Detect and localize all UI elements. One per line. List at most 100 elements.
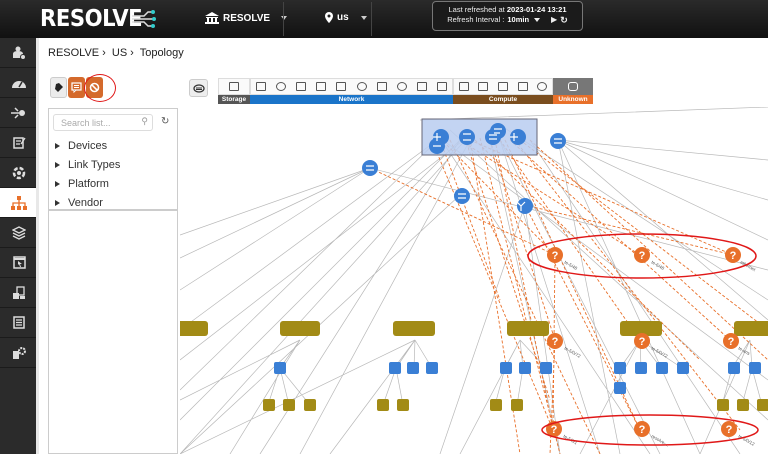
unknown-device-glyphs: ??? ??? ??? xyxy=(551,250,737,436)
l3-switch-icon[interactable] xyxy=(296,82,307,91)
location-pin-icon xyxy=(325,12,333,23)
cloud-icon[interactable] xyxy=(356,82,367,91)
chevron-down-icon xyxy=(360,15,367,20)
annotation-circle xyxy=(84,74,116,102)
legend-group-unknown[interactable]: Unknown xyxy=(553,78,593,105)
topology-icon xyxy=(11,195,27,210)
server-nodes[interactable] xyxy=(263,399,768,411)
admin-settings-icon xyxy=(13,346,26,359)
sidebar-item-list[interactable] xyxy=(0,308,38,338)
annotation-ellipse xyxy=(527,233,757,279)
unknown-device-nodes[interactable] xyxy=(546,247,741,437)
sidebar-item-layers[interactable] xyxy=(0,218,38,248)
svg-text:?: ? xyxy=(726,424,733,436)
device-filter-button[interactable] xyxy=(189,79,208,97)
blade-icon[interactable] xyxy=(517,82,528,91)
breadcrumb-item: Topology xyxy=(139,47,184,59)
svg-text:te-5/0/72: te-5/0/72 xyxy=(651,346,669,359)
play-icon[interactable]: ▶ xyxy=(551,15,558,24)
refresh-interval-label: Refresh Interval : xyxy=(447,15,505,24)
vm-icon[interactable] xyxy=(478,82,489,91)
wall-icon[interactable] xyxy=(376,82,387,91)
comment-icon xyxy=(71,82,82,93)
bank-icon xyxy=(205,12,219,24)
chassis-node xyxy=(280,321,320,336)
svg-text:?: ? xyxy=(730,250,737,262)
breadcrumb-item[interactable]: US xyxy=(111,47,128,59)
sidebar-item-user-settings[interactable] xyxy=(0,38,38,68)
sidebar-gutter xyxy=(36,38,39,454)
layers-icon xyxy=(12,225,26,240)
org-selector[interactable]: RESOLVE xyxy=(204,12,288,24)
svg-text:?: ? xyxy=(552,336,559,348)
breadcrumb-item[interactable]: RESOLVE xyxy=(48,47,100,59)
last-refreshed-label: Last refreshed at xyxy=(448,5,505,14)
wireless-icon[interactable] xyxy=(396,82,407,91)
svg-text:?: ? xyxy=(728,336,735,348)
comment-button[interactable] xyxy=(68,77,85,98)
switch-nodes[interactable] xyxy=(274,362,761,394)
chassis-node xyxy=(180,321,208,336)
chassis-icon[interactable] xyxy=(497,82,508,91)
tag-icon xyxy=(54,83,63,92)
gateway-icon[interactable] xyxy=(436,82,447,91)
storage-icon[interactable] xyxy=(229,82,239,91)
hypervisor-icon[interactable] xyxy=(537,82,548,91)
svg-text:te-6/48: te-6/48 xyxy=(651,260,666,272)
router-icon[interactable] xyxy=(276,82,287,91)
chassis-node xyxy=(620,321,662,336)
router-node xyxy=(550,133,566,149)
sidebar-item-topology[interactable] xyxy=(0,188,38,218)
server-icon[interactable] xyxy=(458,82,469,91)
tag-button[interactable] xyxy=(50,77,67,98)
svg-text:?: ? xyxy=(639,336,646,348)
sidebar-item-admin[interactable] xyxy=(0,338,38,368)
org-selector-label: RESOLVE xyxy=(223,12,271,24)
chevron-down-icon xyxy=(281,16,288,20)
unknown-device-icon[interactable] xyxy=(568,82,578,91)
sidebar-item-devices[interactable] xyxy=(0,278,38,308)
search-list-input[interactable]: Search list...⚲ xyxy=(53,114,153,131)
legend-label-compute: Compute xyxy=(453,95,553,104)
legend-label-storage: Storage xyxy=(218,95,250,104)
legend-label-unknown: Unknown xyxy=(553,95,593,104)
reload-icon[interactable]: ↻ xyxy=(161,116,170,127)
interval-dropdown-icon[interactable] xyxy=(534,18,541,22)
load-balancer-icon[interactable] xyxy=(336,82,347,91)
refresh-icon[interactable]: ↻ xyxy=(560,15,568,25)
site-selector[interactable]: us xyxy=(325,12,367,23)
legend-group-network[interactable]: Network xyxy=(250,78,453,105)
tree-item-devices[interactable]: Devices xyxy=(55,136,120,155)
tree-item-link-types[interactable]: Link Types xyxy=(55,155,120,174)
breadcrumb: RESOLVE› US› Topology xyxy=(48,47,187,59)
sidebar-item-dashboard[interactable] xyxy=(0,68,38,98)
access-point-icon[interactable] xyxy=(416,82,427,91)
chassis-node xyxy=(507,321,549,336)
network-node-glyphs xyxy=(366,128,562,211)
tree-item-vendor[interactable]: Vendor xyxy=(55,193,120,212)
legend-group-compute[interactable]: Compute xyxy=(453,78,553,105)
app-logo[interactable]: RESOLVE xyxy=(40,6,143,32)
logo-circuit-icon xyxy=(132,10,156,28)
site-selector-label: us xyxy=(337,12,349,23)
svg-text:?: ? xyxy=(639,250,646,262)
legend-label-network: Network xyxy=(250,95,453,104)
top-bar: RESOLVE RESOLVE us Last refreshed at 202… xyxy=(0,0,768,38)
compute-chassis-nodes[interactable] xyxy=(180,321,768,336)
sidebar-item-reports[interactable] xyxy=(0,128,38,158)
switch-icon[interactable] xyxy=(256,82,267,91)
sidebar-item-automation[interactable] xyxy=(0,158,38,188)
svg-text:te-5/48: te-5/48 xyxy=(564,260,579,272)
cycle-gear-icon xyxy=(12,166,26,179)
filter-tree: Devices Link Types Platform Vendor xyxy=(55,136,120,212)
divider xyxy=(371,2,372,36)
tree-item-platform[interactable]: Platform xyxy=(55,174,120,193)
firewall-icon[interactable] xyxy=(316,82,327,91)
expand-icon xyxy=(55,180,60,187)
sidebar-item-window[interactable] xyxy=(0,248,38,278)
refresh-interval-value[interactable]: 10min xyxy=(507,15,530,24)
legend-group-storage[interactable]: Storage xyxy=(218,78,250,105)
sidebar-item-flow[interactable] xyxy=(0,98,38,128)
